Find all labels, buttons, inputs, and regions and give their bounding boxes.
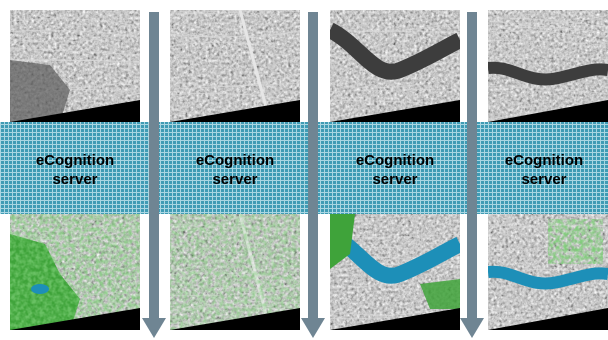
- output-image-4: [488, 214, 608, 330]
- server-band-background: [0, 122, 608, 214]
- server-label-4: eCognition server: [505, 152, 583, 188]
- server-label-line-2: server: [372, 171, 417, 188]
- down-arrow-1: [142, 12, 166, 338]
- input-image-1: [10, 10, 140, 122]
- input-image-4: [488, 10, 608, 122]
- server-label-1: eCognition server: [36, 152, 114, 188]
- output-image-2: [170, 214, 300, 330]
- down-arrow-2: [301, 12, 325, 338]
- output-image-3: [330, 214, 460, 330]
- server-label-line-2: server: [52, 171, 97, 188]
- server-label-3: eCognition server: [356, 152, 434, 188]
- server-label-line-1: eCognition: [505, 152, 583, 169]
- server-label-2: eCognition server: [196, 152, 274, 188]
- server-label-line-1: eCognition: [196, 152, 274, 169]
- server-label-line-2: server: [521, 171, 566, 188]
- down-arrow-3: [460, 12, 484, 338]
- server-label-line-2: server: [212, 171, 257, 188]
- input-image-row: [10, 10, 608, 122]
- output-image-row: [10, 214, 608, 330]
- output-image-1: [10, 214, 140, 330]
- processing-arrows: [142, 12, 484, 338]
- server-label-line-1: eCognition: [356, 152, 434, 169]
- input-image-3: [330, 10, 460, 122]
- server-label-line-1: eCognition: [36, 152, 114, 169]
- input-image-2: [170, 10, 300, 122]
